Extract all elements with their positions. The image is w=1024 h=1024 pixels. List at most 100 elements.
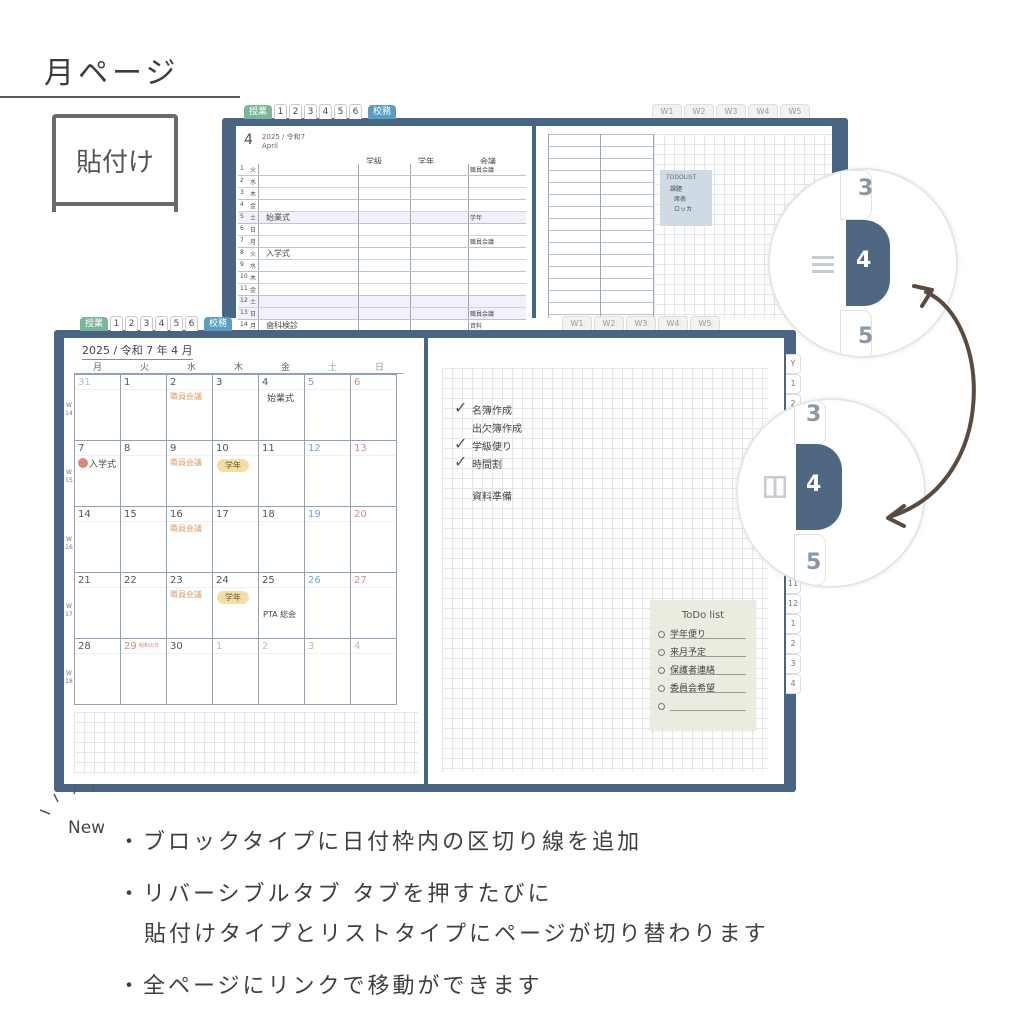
calendar-day-cell[interactable]: 17 bbox=[212, 506, 259, 573]
school-tab[interactable]: 校務 bbox=[204, 317, 233, 331]
calendar-day-cell[interactable]: 18 bbox=[258, 506, 305, 573]
week-tab-3[interactable]: W3 bbox=[716, 104, 746, 118]
calendar-day-cell[interactable]: 5 bbox=[304, 374, 351, 441]
month-side-tab[interactable]: 1 bbox=[786, 374, 801, 394]
tab-num-1[interactable]: 1 bbox=[110, 316, 124, 331]
calendar-day-cell[interactable]: 15 bbox=[120, 506, 167, 573]
week-tab-2[interactable]: W2 bbox=[594, 316, 624, 330]
todo-item[interactable]: 学年便り bbox=[658, 628, 748, 644]
todo-checkbox-icon[interactable] bbox=[658, 685, 665, 692]
tab-num-3[interactable]: 3 bbox=[304, 104, 318, 119]
month-side-tab[interactable]: 12 bbox=[786, 594, 801, 614]
month-side-tab[interactable]: 3 bbox=[786, 654, 801, 674]
day-cell-divider bbox=[305, 653, 350, 654]
back-row-day: 5 bbox=[240, 213, 244, 220]
day-cell-divider bbox=[75, 653, 120, 654]
calendar-day-cell[interactable]: 6 bbox=[350, 374, 397, 441]
tab-num-4[interactable]: 4 bbox=[319, 104, 333, 119]
zoom-tab-prev[interactable]: 3 bbox=[858, 176, 874, 201]
todo-item[interactable]: 保護者連絡 bbox=[658, 664, 748, 680]
calendar-day-cell[interactable]: 27 bbox=[350, 572, 397, 639]
day-cell-divider bbox=[167, 521, 212, 522]
calendar-day-cell[interactable]: 28 bbox=[74, 638, 121, 705]
tab-num-5[interactable]: 5 bbox=[334, 104, 348, 119]
note-text: 出欠簿作成 bbox=[472, 424, 522, 435]
back-row-day: 1 bbox=[240, 165, 244, 172]
calendar-day-cell[interactable]: 4 bbox=[350, 638, 397, 705]
calendar-day-cell[interactable]: 26 bbox=[304, 572, 351, 639]
todo-checkbox-icon[interactable] bbox=[658, 703, 665, 710]
tab-num-6[interactable]: 6 bbox=[185, 316, 199, 331]
month-side-tab[interactable]: 2 bbox=[786, 634, 801, 654]
back-row-divider bbox=[358, 200, 359, 211]
back-row-divider bbox=[468, 200, 469, 211]
calendar-day-cell[interactable]: 30 bbox=[166, 638, 213, 705]
calendar-day-cell[interactable]: 11 bbox=[258, 440, 305, 507]
todo-checkbox-icon[interactable] bbox=[658, 667, 665, 674]
tab-num-6[interactable]: 6 bbox=[349, 104, 363, 119]
zoom-tab-next[interactable]: 5 bbox=[806, 550, 822, 575]
calendar-day-cell[interactable]: 12 bbox=[304, 440, 351, 507]
week-tab-5[interactable]: W5 bbox=[690, 316, 720, 330]
back-row-divider bbox=[468, 176, 469, 187]
tab-num-5[interactable]: 5 bbox=[170, 316, 184, 331]
calendar-day-cell[interactable]: 13 bbox=[350, 440, 397, 507]
week-tab-1[interactable]: W1 bbox=[562, 316, 592, 330]
zoom-tab-prev[interactable]: 3 bbox=[806, 402, 822, 427]
zoom-tab-current[interactable]: 4 bbox=[856, 248, 872, 273]
calendar-day-cell[interactable]: 21 bbox=[74, 572, 121, 639]
todo-item[interactable]: 来月予定 bbox=[658, 646, 748, 662]
week-tab-1[interactable]: W1 bbox=[652, 104, 682, 118]
tab-num-4[interactable]: 4 bbox=[155, 316, 169, 331]
month-side-tab[interactable]: 4 bbox=[786, 674, 801, 694]
calendar-day-cell[interactable]: 20 bbox=[350, 506, 397, 573]
week-tab-2[interactable]: W2 bbox=[684, 104, 714, 118]
todo-checkbox-icon[interactable] bbox=[658, 631, 665, 638]
tab-num-2[interactable]: 2 bbox=[289, 104, 303, 119]
week-tab-4[interactable]: W4 bbox=[658, 316, 688, 330]
week-tab-4[interactable]: W4 bbox=[748, 104, 778, 118]
day-number: 3 bbox=[216, 377, 223, 388]
zoom-tab-next[interactable]: 5 bbox=[858, 324, 874, 349]
class-tab[interactable]: 授業 bbox=[244, 105, 273, 119]
calendar-day-cell[interactable]: 19 bbox=[304, 506, 351, 573]
calendar-day-cell[interactable]: 8 bbox=[120, 440, 167, 507]
tab-num-2[interactable]: 2 bbox=[125, 316, 139, 331]
todo-item[interactable]: 委員会希望 bbox=[658, 682, 748, 698]
month-side-tab[interactable]: 1 bbox=[786, 614, 801, 634]
tab-num-3[interactable]: 3 bbox=[140, 316, 154, 331]
list-icon[interactable] bbox=[812, 254, 834, 278]
calendar-day-cell[interactable]: 31 bbox=[74, 374, 121, 441]
calendar-day-cell[interactable]: 3 bbox=[304, 638, 351, 705]
month-side-tab[interactable]: Y bbox=[786, 354, 801, 374]
calendar-day-cell[interactable]: 3 bbox=[212, 374, 259, 441]
todo-checkbox-icon[interactable] bbox=[658, 649, 665, 656]
calendar-day-cell[interactable]: 1 bbox=[212, 638, 259, 705]
day-number: 4 bbox=[354, 641, 361, 652]
class-tab[interactable]: 授業 bbox=[80, 317, 109, 331]
school-tab[interactable]: 校務 bbox=[368, 105, 397, 119]
back-col-2: 学年 bbox=[418, 157, 434, 166]
back-row-day: 14 bbox=[240, 321, 248, 328]
calendar-day-cell[interactable]: 1 bbox=[120, 374, 167, 441]
calendar-day-cell[interactable]: 22 bbox=[120, 572, 167, 639]
week-tab-3[interactable]: W3 bbox=[626, 316, 656, 330]
columns-icon[interactable] bbox=[763, 475, 787, 502]
calendar-day-cell[interactable]: 2 bbox=[258, 638, 305, 705]
week-tab-5[interactable]: W5 bbox=[780, 104, 810, 118]
calendar-day-cell[interactable]: 14 bbox=[74, 506, 121, 573]
todo-item[interactable] bbox=[658, 700, 748, 716]
zoom-tab-current[interactable]: 4 bbox=[806, 472, 822, 497]
tab-num-1[interactable]: 1 bbox=[274, 104, 288, 119]
